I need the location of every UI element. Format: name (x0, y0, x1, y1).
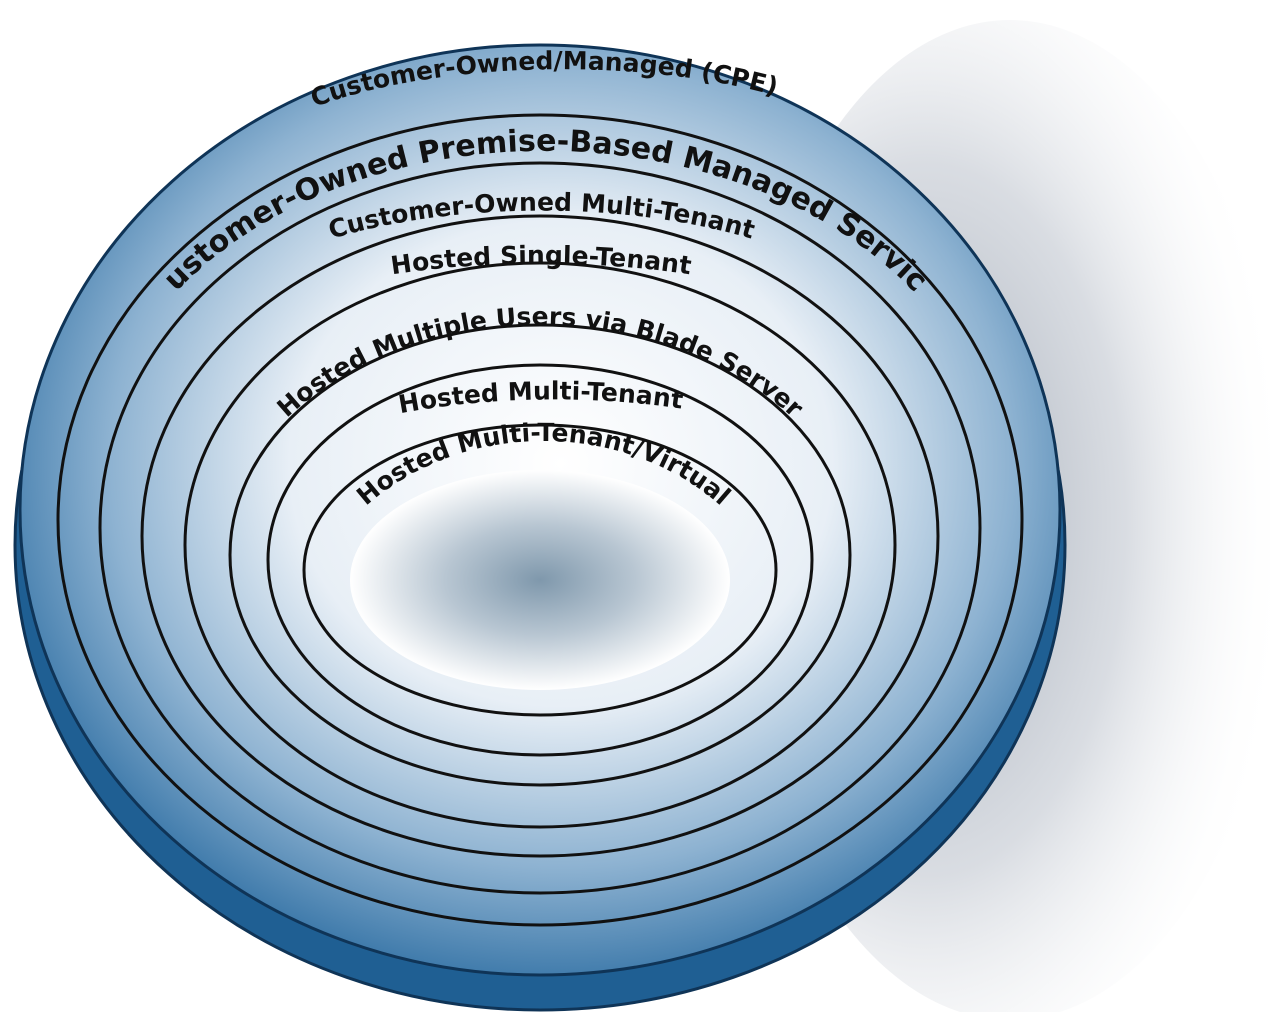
ring-outline-1 (56, 113, 1024, 927)
ring-outline-6 (266, 363, 814, 757)
ring-outline-7 (302, 423, 778, 717)
ring-outline-5 (228, 323, 852, 787)
ring-outline-4 (183, 261, 897, 829)
ring-outline-2 (98, 161, 982, 895)
center-core (350, 470, 730, 690)
ring-outline-3 (140, 214, 940, 858)
